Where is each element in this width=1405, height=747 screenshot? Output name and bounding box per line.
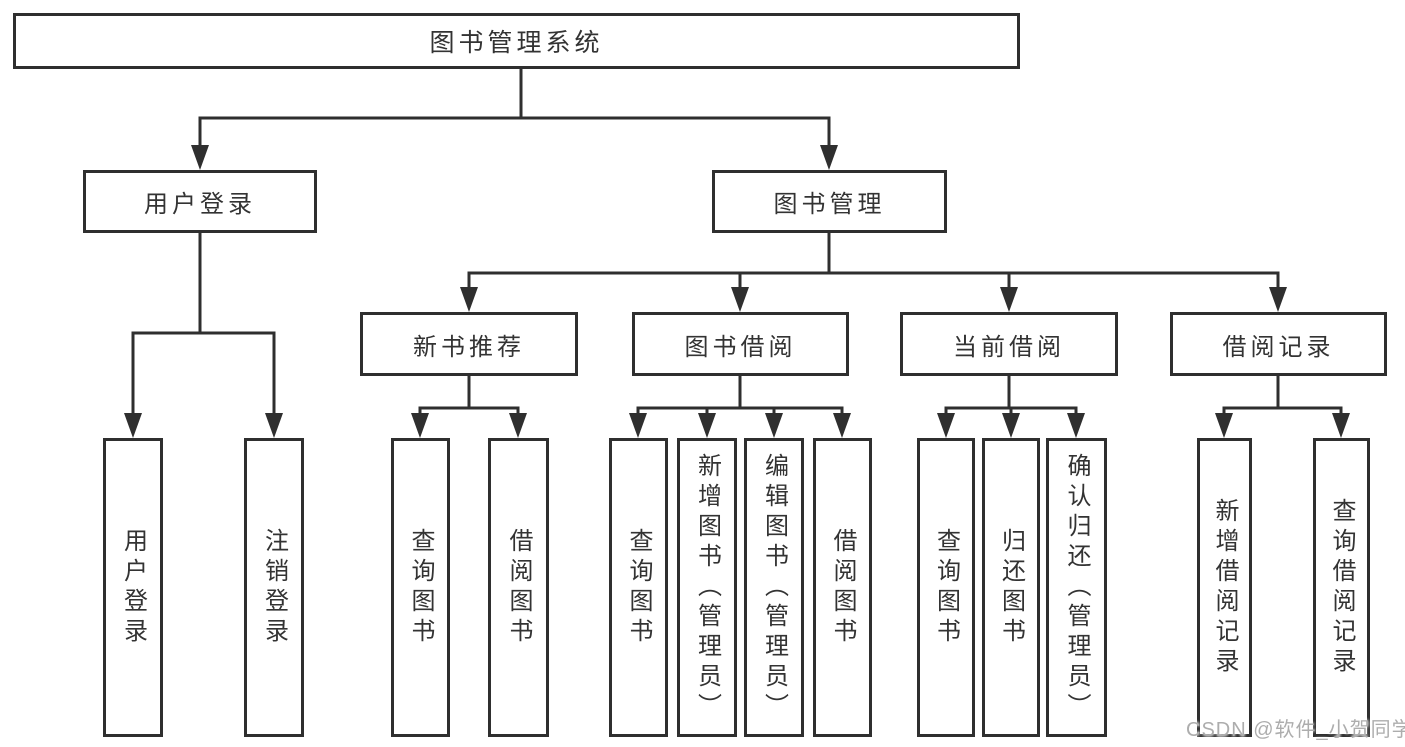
node-new-book-recommend: 新书推荐 [360, 312, 578, 376]
node-borrow-record: 借阅记录 [1170, 312, 1387, 376]
node-leaf-logout: 注销登录 [244, 438, 304, 737]
node-user-login: 用户登录 [83, 170, 317, 233]
node-leaf-query-book-3: 查询图书 [917, 438, 975, 737]
connector-book-borrow-children [636, 374, 844, 418]
node-leaf-add-borrow-record: 新增借阅记录 [1197, 438, 1252, 737]
node-leaf-query-book-1: 查询图书 [391, 438, 450, 737]
node-leaf-borrow-book-2: 借阅图书 [813, 438, 872, 737]
csdn-watermark: CSDN @软件_小贺同学 [1186, 719, 1405, 741]
node-leaf-borrow-book-1: 借阅图书 [488, 438, 549, 737]
connector-borrow-record-children [1222, 374, 1343, 418]
node-leaf-confirm-return-admin: 确认归还（管理员） [1046, 438, 1107, 737]
node-leaf-add-book-admin: 新增图书（管理员） [677, 438, 737, 737]
connector-new-book-children [418, 374, 520, 418]
node-root-system: 图书管理系统 [13, 13, 1020, 69]
node-book-borrow: 图书借阅 [632, 312, 849, 376]
node-leaf-query-book-2: 查询图书 [609, 438, 668, 737]
node-leaf-return-book: 归还图书 [982, 438, 1040, 737]
node-leaf-query-borrow-record: 查询借阅记录 [1313, 438, 1370, 737]
connector-current-borrow-children [944, 374, 1078, 418]
node-current-borrow: 当前借阅 [900, 312, 1118, 376]
connector-root-to-level2 [198, 66, 831, 150]
arrowheads [124, 145, 1350, 438]
connector-book-mgmt-children [467, 231, 1280, 293]
node-leaf-edit-book-admin: 编辑图书（管理员） [744, 438, 804, 737]
connector-user-login-children [131, 231, 276, 417]
node-leaf-user-login: 用户登录 [103, 438, 163, 737]
node-book-management: 图书管理 [712, 170, 947, 233]
